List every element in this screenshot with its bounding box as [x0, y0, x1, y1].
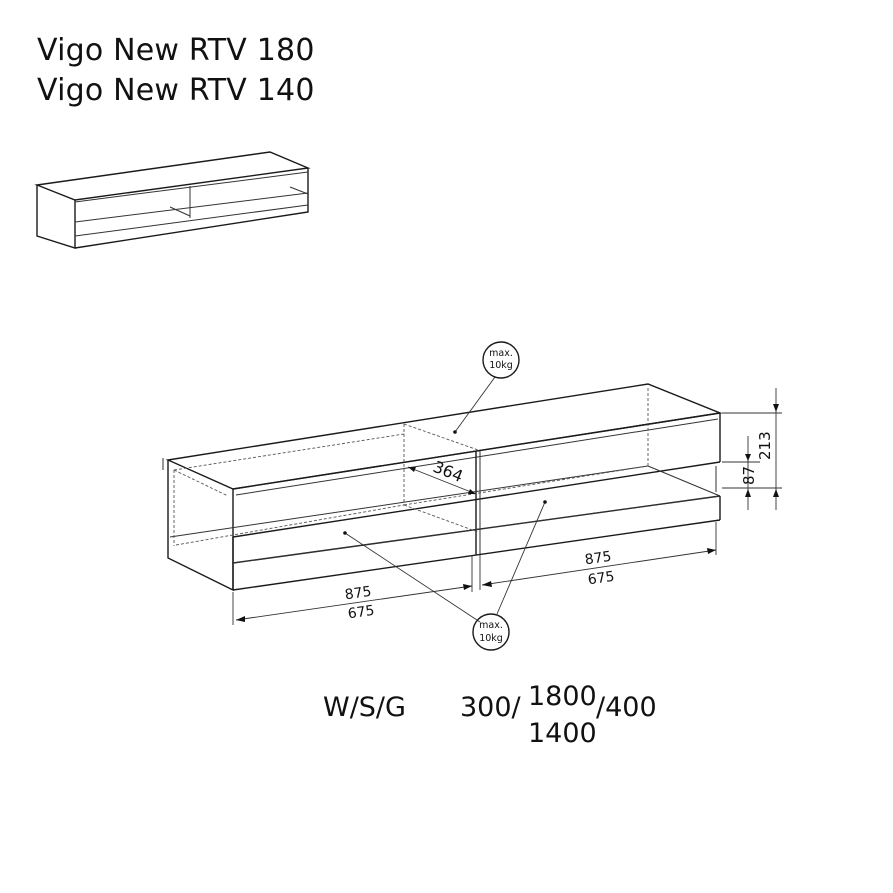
spec-size-140: 1400 — [528, 718, 597, 749]
spec-label: W/S/G — [323, 692, 406, 723]
load-callout-bottom: max. 10kg — [343, 500, 547, 651]
height-shelf-value: 87 — [740, 466, 758, 485]
height-total-value: 213 — [756, 431, 774, 460]
load-top-line2: 10kg — [489, 360, 513, 371]
width-left-top: 875 — [344, 584, 373, 604]
load-bottom-line2: 10kg — [479, 633, 503, 644]
width-right-top: 875 — [584, 549, 613, 569]
spec-depth: /400 — [596, 692, 657, 723]
load-bottom-line1: max. — [479, 620, 503, 631]
dimension-heights: 213 87 — [722, 388, 782, 510]
depth-value: 364 — [430, 457, 465, 486]
cabinet-main — [162, 383, 723, 592]
width-left-bottom: 675 — [347, 603, 376, 623]
preview-thumbnail — [34, 151, 311, 249]
width-right-bottom: 675 — [587, 569, 616, 589]
spec-width: 300/ — [460, 692, 521, 723]
load-top-line1: max. — [489, 348, 513, 359]
dimension-width-left: 875 675 — [232, 555, 473, 625]
dimension-depth: 364 — [407, 457, 477, 495]
spec-size-180: 1800 — [528, 681, 597, 712]
dimension-width-right: 875 675 — [479, 522, 717, 590]
product-title-140: Vigo New RTV 140 — [37, 73, 315, 108]
product-title-180: Vigo New RTV 180 — [37, 33, 315, 68]
load-callout-top: max. 10kg — [453, 341, 520, 434]
